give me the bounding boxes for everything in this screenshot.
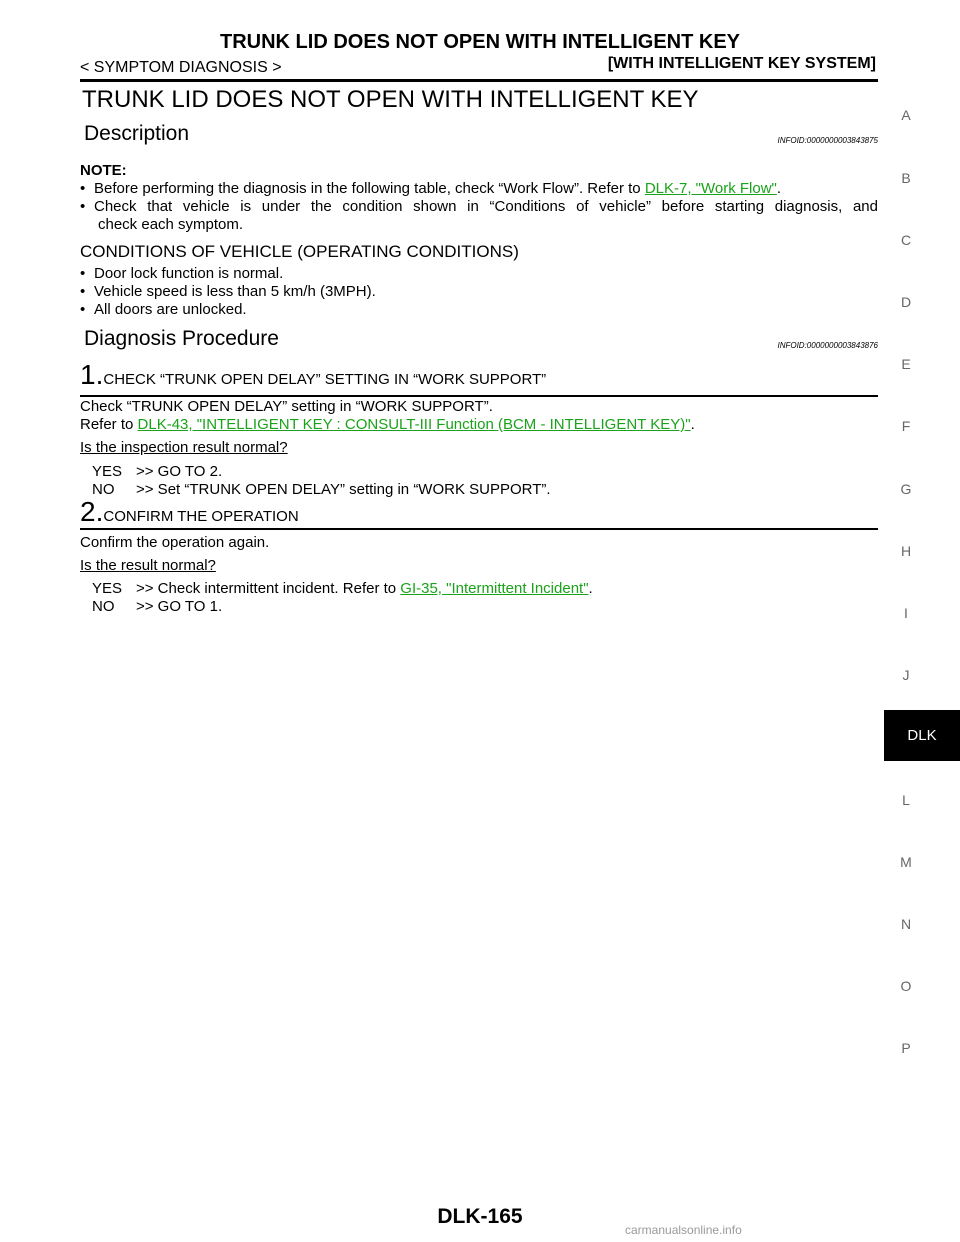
note-label: NOTE:: [80, 162, 127, 179]
side-index-letter: J: [902, 667, 910, 683]
note-bullet-conditions: •Check that vehicle is under the conditi…: [80, 198, 878, 215]
side-index-letter: I: [904, 605, 908, 621]
step-2-divider: [80, 528, 878, 530]
step-1-number: 1.: [80, 359, 104, 390]
step-2-title: 2.CONFIRM THE OPERATION: [80, 496, 299, 527]
link-gi-35-intermittent-incident[interactable]: GI-35, "Intermittent Incident": [400, 580, 589, 597]
link-dlk-7-work-flow[interactable]: DLK-7, "Work Flow": [644, 180, 777, 197]
page-header-title: TRUNK LID DOES NOT OPEN WITH INTELLIGENT…: [220, 31, 740, 53]
procedure-infoid: INFOID:0000000003843876: [777, 341, 878, 350]
side-index-letter: B: [901, 170, 911, 186]
step-2-number: 2.: [80, 496, 104, 527]
step-2-yes: YES>> Check intermittent incident. Refer…: [92, 580, 593, 597]
side-index-tab-active: DLK: [884, 710, 960, 761]
step-2-no: NO>> GO TO 1.: [92, 598, 223, 615]
side-index-letter: M: [900, 854, 912, 870]
step-1-instruction: Check “TRUNK OPEN DELAY” setting in “WOR…: [80, 398, 493, 415]
condition-item: •Vehicle speed is less than 5 km/h (3MPH…: [80, 283, 376, 300]
description-heading: Description: [84, 122, 190, 145]
step-2-instruction: Confirm the operation again.: [80, 534, 270, 551]
side-index-letter: D: [900, 294, 912, 310]
step-1-no: NO>> Set “TRUNK OPEN DELAY” setting in “…: [92, 481, 551, 498]
note-bullet-workflow: •Before performing the diagnosis in the …: [80, 180, 782, 197]
main-title: TRUNK LID DOES NOT OPEN WITH INTELLIGENT…: [82, 86, 699, 113]
side-index-letter: E: [901, 356, 911, 372]
condition-item: •All doors are unlocked.: [80, 301, 247, 318]
step-1-title: 1.CHECK “TRUNK OPEN DELAY” SETTING IN “W…: [80, 359, 547, 390]
side-index-letter: A: [901, 107, 911, 123]
description-infoid: INFOID:0000000003843875: [777, 136, 878, 145]
procedure-heading: Diagnosis Procedure: [84, 327, 279, 350]
side-index-letter: G: [900, 481, 912, 497]
conditions-heading: CONDITIONS OF VEHICLE (OPERATING CONDITI…: [80, 242, 519, 261]
header-section-label: < SYMPTOM DIAGNOSIS >: [80, 59, 282, 76]
header-divider: [80, 79, 878, 82]
step-1-divider: [80, 395, 878, 397]
step-1-question: Is the inspection result normal?: [80, 439, 288, 456]
link-dlk-43-consult-function[interactable]: DLK-43, "INTELLIGENT KEY : CONSULT-III F…: [137, 416, 691, 433]
step-1-refer: Refer to DLK-43, "INTELLIGENT KEY : CONS…: [80, 416, 695, 433]
side-index-letter: L: [902, 792, 910, 808]
step-1-yes: YES>> GO TO 2.: [92, 463, 223, 480]
watermark: carmanualsonline.info: [625, 1223, 742, 1237]
side-index-letter: F: [901, 418, 911, 434]
step-2-question: Is the result normal?: [80, 557, 216, 574]
side-index-letter: H: [900, 543, 912, 559]
side-index-letter: C: [900, 232, 912, 248]
side-index-letter: O: [900, 978, 912, 994]
header-system-label: [WITH INTELLIGENT KEY SYSTEM]: [607, 55, 876, 72]
condition-item: •Door lock function is normal.: [80, 265, 284, 282]
page-number: DLK-165: [437, 1205, 523, 1228]
side-index-letter: P: [901, 1040, 911, 1056]
side-index-letter: N: [900, 916, 912, 932]
note-bullet-conditions-cont: check each symptom.: [98, 216, 244, 233]
